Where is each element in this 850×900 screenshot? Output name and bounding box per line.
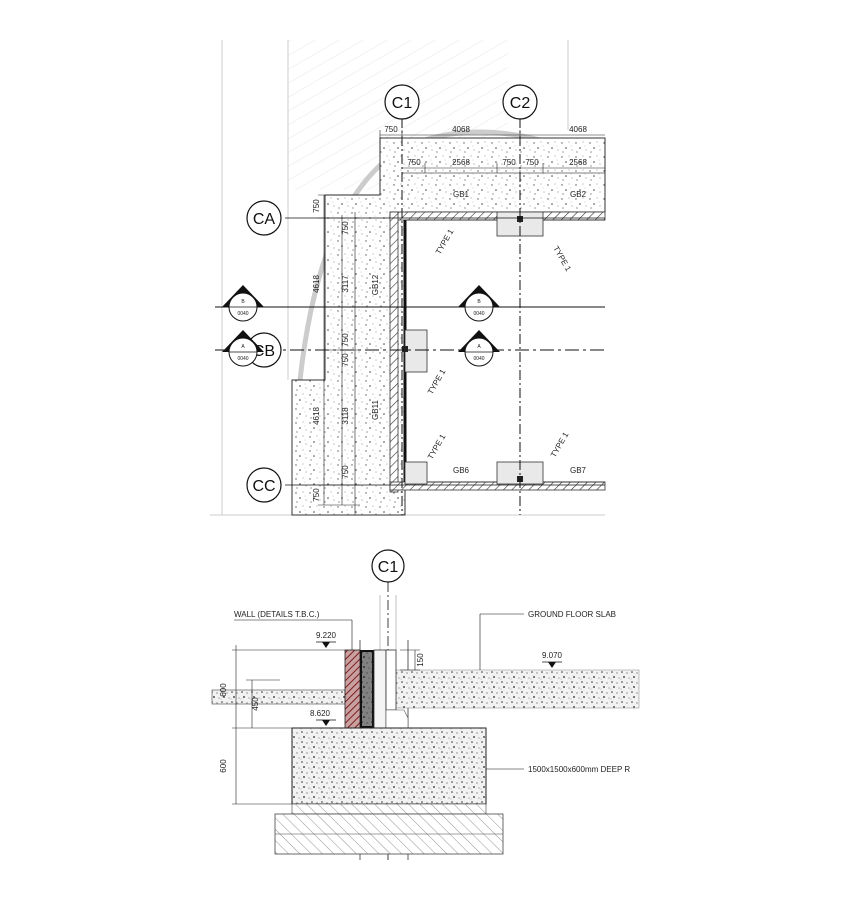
pad-footing bbox=[291, 727, 487, 805]
wall-label-leader: WALL (DETAILS T.B.C.) bbox=[234, 610, 353, 650]
svg-text:8.620: 8.620 bbox=[310, 709, 331, 718]
svg-text:150: 150 bbox=[416, 653, 425, 667]
svg-text:0040: 0040 bbox=[237, 311, 248, 317]
svg-text:CA: CA bbox=[253, 211, 276, 228]
dim-inner-0: 750 bbox=[407, 158, 421, 167]
grid-bubble-c1: C1 bbox=[384, 84, 420, 120]
svg-text:450: 450 bbox=[251, 697, 260, 711]
pile-label: TYPE 1 bbox=[426, 432, 448, 461]
external-paving bbox=[211, 689, 346, 705]
svg-text:C1: C1 bbox=[392, 95, 413, 112]
section-marker: B 0040 bbox=[458, 285, 500, 322]
section-dimensions: 150 600 450 600 bbox=[219, 645, 425, 805]
footing-label-leader: 1500x1500x600mm DEEP R bbox=[486, 765, 630, 774]
dim-top-1: 4068 bbox=[452, 125, 470, 134]
dim-left: 4618 bbox=[312, 407, 321, 425]
dim-inner-3: 750 bbox=[525, 158, 539, 167]
concrete-ground-beam bbox=[291, 137, 606, 516]
dim-left: 3117 bbox=[341, 275, 350, 293]
svg-text:600: 600 bbox=[219, 683, 228, 697]
plan-view: C1 C2 CA CB CC B 0040 bbox=[210, 40, 606, 516]
dim-left: 4618 bbox=[312, 275, 321, 293]
dim-left: 750 bbox=[341, 465, 350, 479]
beam-label: GB12 bbox=[371, 274, 380, 295]
dim-inner-1: 2568 bbox=[452, 158, 470, 167]
svg-text:C1: C1 bbox=[378, 559, 399, 576]
beam-label: GB6 bbox=[453, 466, 470, 475]
beam-label: GB11 bbox=[371, 400, 380, 420]
level-marker: 9.070 bbox=[542, 651, 563, 668]
ground-floor-slab bbox=[395, 669, 640, 709]
svg-text:9.070: 9.070 bbox=[542, 651, 563, 660]
svg-text:0040: 0040 bbox=[237, 356, 248, 362]
svg-text:0040: 0040 bbox=[473, 311, 484, 317]
dim-left: 750 bbox=[341, 333, 350, 347]
svg-text:WALL (DETAILS T.B.C.): WALL (DETAILS T.B.C.) bbox=[234, 610, 320, 619]
wall-brick-layer bbox=[344, 649, 361, 729]
left-dimension-string: 750 4618 750 3117 750 750 4618 3118 750 … bbox=[312, 194, 380, 506]
dim-left: 750 bbox=[312, 199, 321, 213]
beam-label: GB2 bbox=[570, 190, 587, 199]
pile-label: TYPE 1 bbox=[549, 430, 571, 459]
svg-text:B: B bbox=[477, 299, 481, 305]
pile-label: TYPE 1 bbox=[434, 227, 456, 256]
section-marker: A 0040 bbox=[458, 330, 500, 367]
dim-inner-2: 750 bbox=[502, 158, 516, 167]
hatched-wall-left bbox=[389, 211, 399, 493]
dim-top-0: 750 bbox=[384, 125, 398, 134]
svg-text:A: A bbox=[477, 344, 481, 350]
grid-bubble-ca: CA bbox=[246, 200, 282, 236]
section-view: C1 9.220 9.070 bbox=[211, 549, 640, 860]
svg-text:B: B bbox=[241, 299, 245, 305]
level-marker: 8.620 bbox=[310, 709, 336, 726]
dim-inner-4: 2568 bbox=[569, 158, 587, 167]
dim-left: 750 bbox=[341, 353, 350, 367]
wall-inner-leaf bbox=[373, 649, 387, 729]
dim-top-2: 4068 bbox=[569, 125, 587, 134]
svg-text:9.220: 9.220 bbox=[316, 631, 337, 640]
dim-left: 750 bbox=[341, 221, 350, 235]
section-grid-bubble-c1: C1 bbox=[371, 549, 405, 583]
svg-text:0040: 0040 bbox=[473, 356, 484, 362]
beam-label: GB7 bbox=[570, 466, 587, 475]
grid-bubble-c2: C2 bbox=[502, 84, 538, 120]
pile-cap bbox=[404, 461, 428, 485]
section-marker: A 0040 bbox=[222, 330, 264, 367]
svg-text:1500x1500x600mm DEEP R: 1500x1500x600mm DEEP R bbox=[528, 765, 630, 774]
pile-label: TYPE 1 bbox=[551, 245, 573, 274]
svg-text:A: A bbox=[241, 344, 245, 350]
svg-text:CC: CC bbox=[252, 478, 275, 495]
blinding-layer bbox=[291, 803, 487, 815]
dim-left: 750 bbox=[312, 488, 321, 502]
svg-text:GROUND FLOOR SLAB: GROUND FLOOR SLAB bbox=[528, 610, 616, 619]
inner-dimension-string: 750 2568 750 750 2568 bbox=[402, 158, 605, 173]
top-dimension-string: 750 4068 4068 bbox=[379, 125, 605, 150]
dim-left: 3118 bbox=[341, 407, 350, 425]
grid-bubble-cc: CC bbox=[246, 467, 282, 503]
section-marker: B 0040 bbox=[222, 285, 264, 322]
svg-text:600: 600 bbox=[219, 759, 228, 773]
beam-label: GB1 bbox=[453, 190, 470, 199]
pile-cap bbox=[404, 329, 428, 373]
slab-label-leader: GROUND FLOOR SLAB bbox=[479, 610, 616, 670]
pile-label: TYPE 1 bbox=[426, 367, 448, 396]
svg-text:C2: C2 bbox=[510, 95, 531, 112]
level-marker: 9.220 bbox=[316, 631, 337, 648]
